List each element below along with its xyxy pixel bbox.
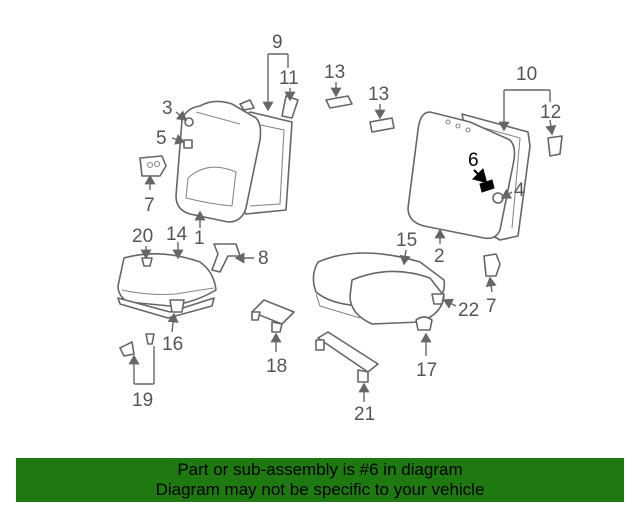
part-4-clip xyxy=(492,192,504,204)
part-19-bracket xyxy=(315,331,379,383)
label-13-a: 13 xyxy=(324,62,345,83)
label-5: 5 xyxy=(156,128,167,149)
part-21-hook xyxy=(141,257,153,267)
label-12: 12 xyxy=(540,102,561,123)
callout-labels: 9 11 3 5 7 1 14 20 8 16 19 18 21 13 13 1… xyxy=(132,32,561,425)
part-17-bracket xyxy=(415,316,433,331)
info-banner: Part or sub-assembly is #6 in diagram Di… xyxy=(16,458,624,502)
part-8-bracket xyxy=(211,243,241,273)
part-20-hooks xyxy=(119,333,155,357)
label-17: 17 xyxy=(416,360,437,381)
parts-diagram: 9 11 3 5 7 1 14 20 8 16 19 18 21 13 13 1… xyxy=(117,32,563,425)
part-7-left-cover xyxy=(139,155,167,177)
banner-line-1: Part or sub-assembly is #6 in diagram xyxy=(177,460,463,479)
label-3: 3 xyxy=(162,98,173,119)
label-18: 18 xyxy=(266,356,287,377)
label-2: 2 xyxy=(434,246,445,267)
label-6: 6 xyxy=(468,150,479,171)
right-seat-cushion xyxy=(312,252,446,325)
left-seat-cushion xyxy=(117,253,217,319)
label-20: 19 xyxy=(132,390,153,411)
label-22: 22 xyxy=(458,300,479,321)
label-9: 9 xyxy=(272,32,283,53)
label-7-right: 7 xyxy=(486,296,497,317)
part-13-clip-b xyxy=(369,117,395,133)
part-22-hook xyxy=(431,293,445,305)
label-4: 4 xyxy=(514,180,525,201)
label-19: 21 xyxy=(354,404,375,425)
leader-lines xyxy=(128,53,557,402)
label-10: 10 xyxy=(516,64,537,85)
label-13-b: 13 xyxy=(368,84,389,105)
label-15: 15 xyxy=(396,230,417,251)
banner-line-2: Diagram may not be specific to your vehi… xyxy=(155,480,485,499)
part-5-clip xyxy=(183,139,193,149)
part-13-clip-a xyxy=(325,95,353,109)
part-16-hook xyxy=(169,299,185,313)
label-11: 11 xyxy=(279,68,299,89)
part-12-bracket xyxy=(547,135,563,157)
label-1: 1 xyxy=(194,228,205,249)
part-3-clip xyxy=(184,117,194,127)
part-7-right-cover xyxy=(483,253,501,277)
part-18-bracket xyxy=(251,299,295,333)
label-14: 14 xyxy=(166,224,188,245)
label-16: 16 xyxy=(162,334,183,355)
label-7-left: 7 xyxy=(144,195,155,216)
right-seat-back xyxy=(407,111,516,240)
label-8: 8 xyxy=(258,248,269,269)
label-21: 20 xyxy=(132,226,153,247)
